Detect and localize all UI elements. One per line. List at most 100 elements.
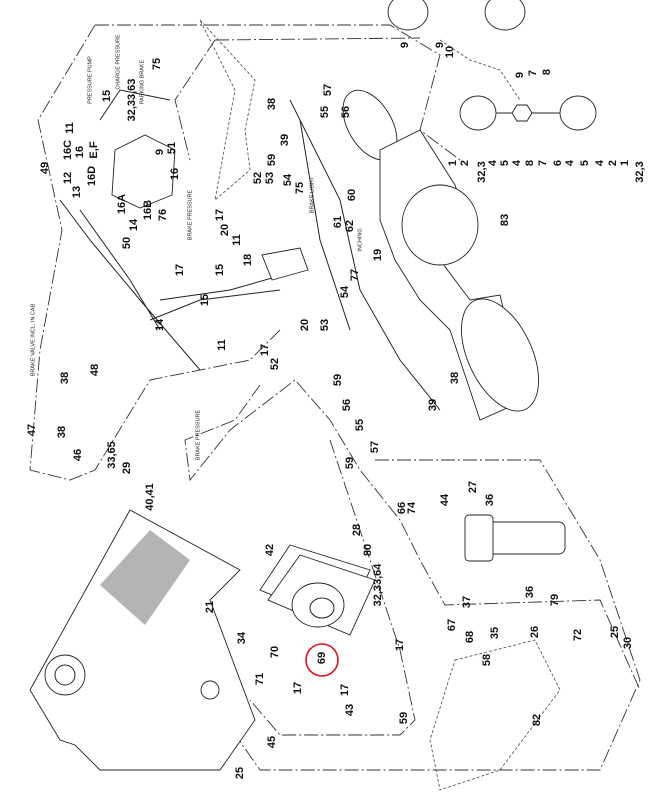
part-callout: 53 bbox=[264, 172, 276, 184]
part-callout: 75 bbox=[294, 182, 306, 194]
part-callout: 4 bbox=[564, 159, 576, 166]
part-callout: 16B bbox=[142, 200, 154, 220]
part-callout: 48 bbox=[89, 364, 101, 376]
part-callout: 26 bbox=[529, 626, 541, 638]
part-callout: 72 bbox=[572, 629, 584, 641]
cooling-fan bbox=[309, 597, 335, 619]
part-callout: 6 bbox=[552, 160, 564, 166]
diagram-note: PRESSURE PUMP bbox=[87, 56, 93, 104]
part-callout: 32,3 bbox=[476, 161, 488, 182]
part-callout: 25 bbox=[234, 767, 246, 779]
part-callout: 32,3 bbox=[634, 161, 646, 182]
part-callout: 60 bbox=[346, 189, 358, 201]
part-callout: 8 bbox=[541, 69, 553, 75]
part-callout: 4 bbox=[594, 159, 606, 166]
zone-boundary bbox=[249, 439, 416, 736]
part-callout: 80 bbox=[362, 544, 374, 556]
part-callout: 57 bbox=[322, 84, 334, 96]
zone-boundary bbox=[224, 459, 641, 771]
part-callout: 83 bbox=[499, 214, 511, 226]
cooling-fan bbox=[291, 582, 345, 628]
part-callout: 1 bbox=[619, 160, 631, 166]
part-callout: 54 bbox=[282, 173, 294, 186]
part-callout: 18 bbox=[242, 254, 254, 266]
zone-boundary bbox=[184, 379, 641, 691]
part-callout: 11 bbox=[64, 122, 76, 134]
part-callout: 17 bbox=[174, 264, 186, 276]
highlight-circle bbox=[305, 643, 339, 677]
part-callout: 32,33,64 bbox=[372, 563, 384, 607]
part-callout: 20 bbox=[219, 224, 231, 236]
part-callout: 52 bbox=[252, 172, 264, 184]
part-callout: 15 bbox=[199, 294, 211, 306]
part-callout: 33,65 bbox=[106, 441, 118, 469]
part-callout: 16D bbox=[86, 166, 98, 186]
part-callout: 16A bbox=[116, 194, 128, 214]
filter-head bbox=[464, 514, 494, 562]
part-callout: 16 bbox=[74, 146, 86, 158]
part-callout: 30 bbox=[622, 637, 634, 649]
part-callout: 38 bbox=[449, 372, 461, 384]
part-callout: 38 bbox=[56, 426, 68, 438]
part-callout: 5 bbox=[499, 160, 511, 166]
part-callout: 8 bbox=[524, 160, 536, 166]
part-callout: 17 bbox=[394, 639, 406, 651]
part-callout: 27 bbox=[467, 481, 479, 493]
part-callout: 59 bbox=[344, 457, 356, 469]
hydraulic-pump bbox=[429, 639, 561, 791]
part-callout: 9 bbox=[154, 149, 166, 155]
part-callout: 36 bbox=[484, 494, 496, 506]
tank-grille bbox=[100, 530, 190, 625]
part-callout: 66 bbox=[396, 502, 408, 514]
wheel-hub bbox=[461, 298, 539, 412]
part-callout: 75 bbox=[151, 58, 163, 70]
part-callout: 9 bbox=[514, 72, 526, 78]
manifold-block bbox=[261, 247, 309, 281]
part-callout: 14 bbox=[128, 218, 140, 231]
part-callout: 17 bbox=[259, 344, 271, 356]
brake-valve-block bbox=[111, 134, 176, 209]
part-callout: 25 bbox=[609, 626, 621, 638]
part-callout: 11 bbox=[231, 234, 243, 246]
part-callout: 35 bbox=[489, 627, 501, 639]
part-callout: 10 bbox=[444, 46, 456, 58]
part-callout: E,F bbox=[88, 141, 100, 158]
tank-plug bbox=[200, 680, 220, 700]
part-callout: 20 bbox=[299, 319, 311, 331]
part-callout: 7 bbox=[527, 70, 539, 76]
part-callout: 39 bbox=[427, 399, 439, 411]
part-callout: 15 bbox=[101, 90, 113, 102]
part-callout: 9 bbox=[399, 42, 411, 48]
part-callout: 29 bbox=[121, 462, 133, 474]
part-callout: 16C bbox=[62, 140, 74, 160]
part-callout: 61 bbox=[332, 216, 344, 228]
part-callout: 82 bbox=[531, 714, 543, 726]
part-callout: 50 bbox=[121, 237, 133, 249]
filler-port bbox=[54, 664, 76, 686]
part-callout: 11 bbox=[216, 339, 228, 351]
part-callout: 38 bbox=[59, 372, 71, 384]
part-callout: 14 bbox=[154, 318, 166, 331]
part-callout: 46 bbox=[72, 449, 84, 461]
diagram-note: BRAKE VALVE INCL. IN CAB bbox=[30, 303, 36, 376]
diagram-note: PARKING BRAKE bbox=[139, 59, 145, 104]
part-callout: 17 bbox=[339, 684, 351, 696]
diagram-note: BRAKE PRESSURE bbox=[195, 409, 201, 460]
diagram-note: BRAKE LIGHT bbox=[309, 176, 315, 213]
hose-line bbox=[439, 39, 521, 101]
filler-port bbox=[44, 654, 86, 696]
part-callout: 70 bbox=[269, 646, 281, 658]
zone-boundary bbox=[174, 37, 421, 161]
part-callout: 17 bbox=[214, 209, 226, 221]
part-callout: 15 bbox=[214, 264, 226, 276]
brake-chamber bbox=[484, 0, 526, 31]
part-callout: 47 bbox=[26, 424, 38, 436]
part-callout: 54 bbox=[339, 285, 351, 298]
part-callout: 59 bbox=[266, 154, 278, 166]
part-callout: 40,41 bbox=[144, 483, 156, 511]
part-callout: 45 bbox=[266, 736, 278, 748]
part-callout: 44 bbox=[439, 493, 451, 506]
part-callout: 42 bbox=[264, 544, 276, 556]
